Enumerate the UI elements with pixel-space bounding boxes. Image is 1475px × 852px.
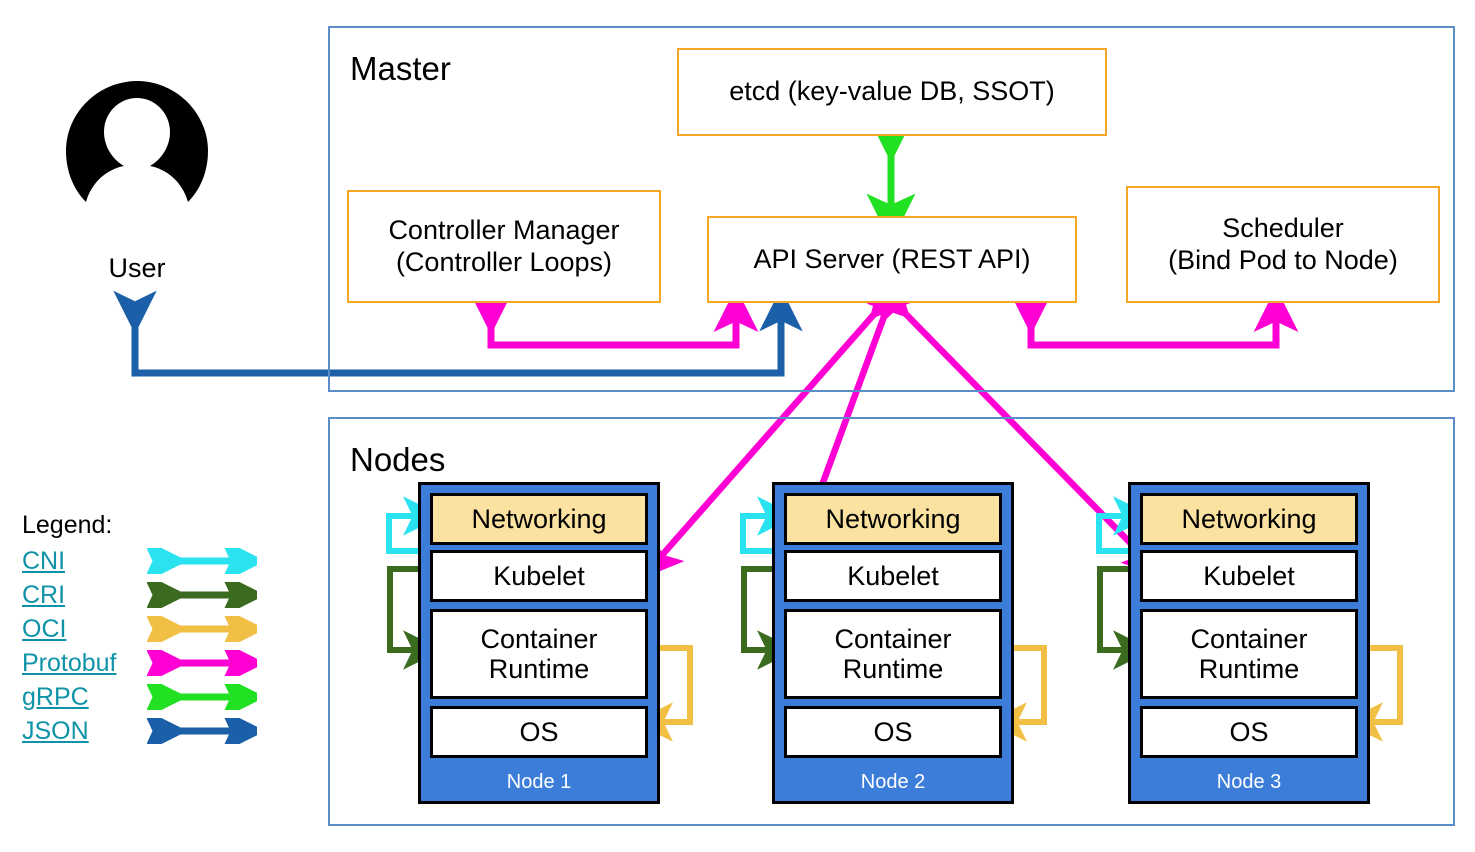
nodes-group-title: Nodes — [350, 441, 446, 478]
legend-label-protobuf[interactable]: Protobuf — [22, 648, 117, 677]
legend-label-cni[interactable]: CNI — [22, 546, 66, 575]
node-2-layer-networking[interactable]: Networking — [784, 493, 1002, 545]
legend-title: Legend: — [22, 511, 113, 539]
legend-label-cri[interactable]: CRI — [22, 580, 66, 609]
master-group-title: Master — [350, 50, 451, 87]
master-component-api-server[interactable]: API Server (REST API) — [707, 216, 1077, 303]
legend-label-grpc[interactable]: gRPC — [22, 682, 89, 711]
node-3-layer-os[interactable]: OS — [1140, 706, 1358, 758]
node-box-2[interactable]: Networking Kubelet Container Runtime OS … — [772, 482, 1014, 804]
node-2-layer-kubelet[interactable]: Kubelet — [784, 550, 1002, 602]
legend-arrow-grpc — [147, 684, 257, 710]
legend-row-grpc[interactable]: gRPC — [22, 680, 257, 714]
legend-arrow-cri — [147, 582, 257, 608]
legend-arrow-json — [147, 718, 257, 744]
node-1-layer-networking[interactable]: Networking — [430, 493, 648, 545]
node-box-3[interactable]: Networking Kubelet Container Runtime OS … — [1128, 482, 1370, 804]
legend-row-oci[interactable]: OCI — [22, 612, 257, 646]
master-component-controller-manager[interactable]: Controller Manager (Controller Loops) — [347, 190, 661, 303]
master-component-etcd[interactable]: etcd (key-value DB, SSOT) — [677, 48, 1107, 136]
legend-row-json[interactable]: JSON — [22, 714, 257, 748]
legend-arrow-protobuf — [147, 650, 257, 676]
master-group — [328, 26, 1455, 392]
node-3-layer-container-runtime[interactable]: Container Runtime — [1140, 609, 1358, 699]
node-2-layer-container-runtime[interactable]: Container Runtime — [784, 609, 1002, 699]
node-1-layer-container-runtime[interactable]: Container Runtime — [430, 609, 648, 699]
legend-label-json[interactable]: JSON — [22, 716, 89, 745]
node-3-layer-kubelet[interactable]: Kubelet — [1140, 550, 1358, 602]
node-1-layer-kubelet[interactable]: Kubelet — [430, 550, 648, 602]
nodes-group — [328, 417, 1455, 826]
legend-arrow-oci — [147, 616, 257, 642]
legend-row-protobuf[interactable]: Protobuf — [22, 646, 257, 680]
node-1-layer-os[interactable]: OS — [430, 706, 648, 758]
node-3-layer-networking[interactable]: Networking — [1140, 493, 1358, 545]
node-1-caption: Node 1 — [506, 771, 572, 793]
user-label: User — [108, 253, 166, 283]
legend-label-oci[interactable]: OCI — [22, 614, 67, 643]
node-3-caption: Node 3 — [1216, 771, 1282, 793]
legend-row-cni[interactable]: CNI — [22, 544, 257, 578]
node-box-1[interactable]: Networking Kubelet Container Runtime OS … — [418, 482, 660, 804]
legend-row-cri[interactable]: CRI — [22, 578, 257, 612]
node-2-caption: Node 2 — [860, 771, 926, 793]
node-2-layer-os[interactable]: OS — [784, 706, 1002, 758]
legend: Legend: CNI CRI OCI — [22, 513, 257, 748]
legend-arrow-cni — [147, 548, 257, 574]
user-avatar-icon — [66, 81, 208, 202]
master-component-scheduler[interactable]: Scheduler (Bind Pod to Node) — [1126, 186, 1440, 303]
